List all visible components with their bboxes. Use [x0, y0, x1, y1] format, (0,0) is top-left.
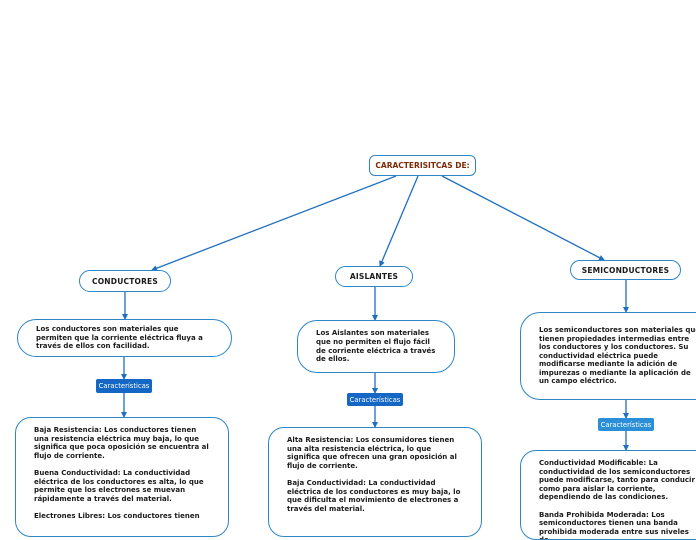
- root-title: CARACTERISITCAS DE:: [375, 161, 470, 170]
- conductores-tag-label: Características: [98, 382, 150, 390]
- link-root-conductores: [151, 175, 397, 272]
- semiconductores-description[interactable]: Los semiconductores son materiales que t…: [520, 312, 696, 400]
- conductores-description-text: Los conductores son materiales que permi…: [36, 325, 203, 351]
- branch-aislantes[interactable]: AISLANTES: [335, 266, 413, 287]
- aislantes-detail-2: Baja Conductividad: La conductividad elé…: [287, 478, 461, 513]
- link-root-semiconductores: [441, 175, 605, 261]
- semiconductores-description-text: Los semiconductores son materiales que t…: [539, 325, 696, 386]
- branch-conductores-title: CONDUCTORES: [92, 276, 158, 286]
- branch-aislantes-title: AISLANTES: [349, 272, 399, 281]
- aislantes-tag-label: Características: [349, 395, 401, 404]
- branch-conductores[interactable]: CONDUCTORES: [79, 270, 171, 292]
- semiconductores-detail-1: Conductividad Modificable: La conductivi…: [539, 459, 695, 502]
- conductores-detail-2: Buena Conductividad: La conductividad el…: [34, 468, 204, 503]
- root-node[interactable]: CARACTERISITCAS DE:: [369, 155, 476, 176]
- semiconductores-tag[interactable]: Características: [598, 418, 654, 431]
- conductores-tag[interactable]: Características: [96, 379, 152, 393]
- semiconductores-detail-2: Banda Prohibida Moderada: Los semiconduc…: [539, 510, 689, 539]
- conductores-details[interactable]: Baja Resistencia: Los conductores tienen…: [15, 417, 229, 537]
- aislantes-tag[interactable]: Características: [347, 393, 403, 406]
- conductores-detail-3: Electrones Libres: Los conductores tiene…: [34, 511, 200, 520]
- branch-semiconductores[interactable]: SEMICONDUCTORES: [570, 260, 681, 280]
- semiconductores-details[interactable]: Conductividad Modificable: La conductivi…: [520, 450, 696, 540]
- link-root-aislantes: [379, 175, 419, 267]
- semiconductores-tag-label: Características: [600, 420, 652, 429]
- conductores-description[interactable]: Los conductores son materiales que permi…: [17, 319, 232, 357]
- conductores-detail-1: Baja Resistencia: Los conductores tienen…: [34, 426, 209, 460]
- aislantes-description-text: Los Aislantes son materiales que no perm…: [316, 329, 436, 364]
- aislantes-description[interactable]: Los Aislantes son materiales que no perm…: [297, 320, 455, 373]
- aislantes-details[interactable]: Alta Resistencia: Los consumidores tiene…: [268, 427, 482, 537]
- branch-semiconductores-title: SEMICONDUCTORES: [581, 265, 670, 275]
- aislantes-detail-1: Alta Resistencia: Los consumidores tiene…: [287, 436, 457, 470]
- connector-lines: [121, 175, 629, 451]
